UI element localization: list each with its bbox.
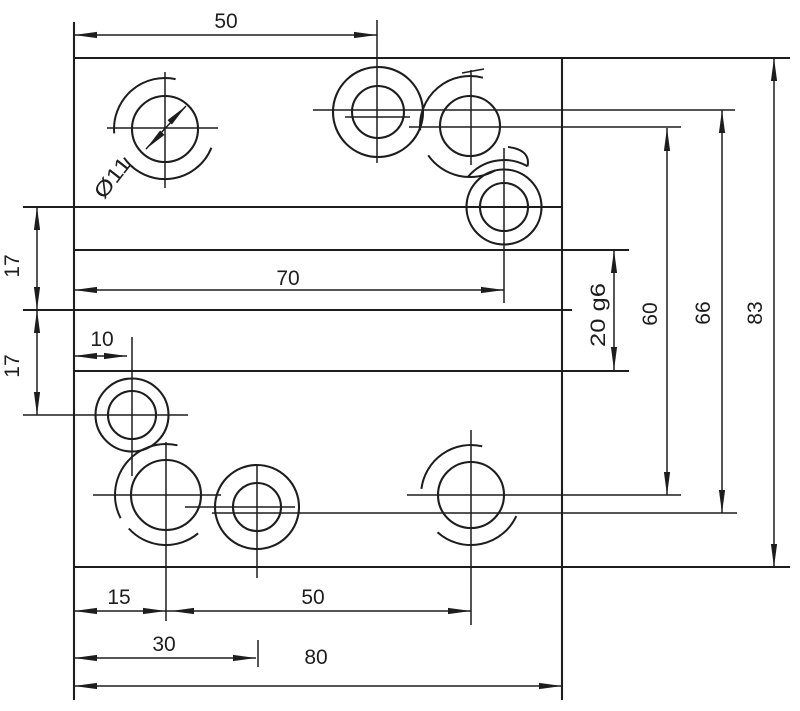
dimension-arrowhead: [74, 286, 97, 294]
counterbore-arc: [436, 515, 518, 547]
hole-circle: [465, 168, 543, 246]
dimension-arrowhead: [481, 286, 504, 294]
counterbore-arc: [114, 442, 178, 519]
hole-circle: [213, 463, 301, 551]
dimension-arrowhead: [770, 58, 778, 81]
dimension-arrowhead: [143, 607, 166, 615]
dimension-arrowhead: [74, 654, 97, 662]
dimension-arrowhead: [33, 392, 41, 415]
hole-circle: [94, 377, 170, 453]
dimension-arrowhead: [770, 544, 778, 567]
hole-circle: [129, 458, 203, 532]
dimension-label: 50: [214, 10, 237, 33]
hole-circle: [130, 94, 200, 164]
counterbore-arc: [123, 147, 213, 180]
dimension-arrowhead: [354, 31, 377, 39]
dimension-arrowhead: [167, 106, 186, 125]
hole-circle: [478, 181, 530, 233]
dimension-label: 17: [1, 354, 24, 377]
dimension-arrowhead: [610, 250, 618, 273]
dimension-arrowhead: [74, 352, 97, 360]
dimension-arrowhead: [33, 287, 41, 310]
dimension-arrowhead: [663, 472, 671, 495]
dimension-arrowhead: [718, 110, 726, 133]
counterbore-arc: [419, 75, 484, 131]
dimension-arrowhead: [74, 31, 97, 39]
dimension-arrowhead: [74, 607, 97, 615]
dimension-arrowhead: [448, 607, 471, 615]
counterbore-arc: [420, 444, 483, 490]
hole-circle: [350, 84, 406, 140]
dimension-arrowhead: [718, 490, 726, 513]
dimension-label: Ø11: [90, 153, 136, 203]
arc-break-hook: [507, 146, 529, 167]
dimension-label: 20 g6: [587, 283, 610, 347]
dimension-label: 30: [152, 633, 175, 656]
hole-circle: [438, 94, 502, 158]
dimension-arrowhead: [104, 352, 127, 360]
dimension-label: 60: [639, 302, 662, 325]
dimension-label: 83: [744, 301, 767, 324]
hole-circle: [331, 65, 425, 159]
hole-circle: [436, 460, 506, 530]
dimension-arrowhead: [610, 347, 618, 370]
dimension-arrowhead: [33, 207, 41, 230]
dimension-label: 10: [90, 328, 113, 351]
dimension-label: 15: [107, 586, 130, 609]
counterbore-arc: [467, 159, 528, 178]
dimension-arrowhead: [539, 682, 562, 690]
dimension-arrowhead: [171, 607, 194, 615]
dimension-label: 50: [301, 586, 324, 609]
dimension-label: 70: [276, 267, 299, 290]
dimension-label: 17: [1, 254, 24, 277]
dimension-label: 80: [304, 646, 327, 669]
dimension-or-center-line: [461, 68, 485, 74]
counterbore-arc: [427, 154, 496, 178]
counterbore-arc: [113, 77, 176, 134]
hole-circle: [106, 389, 158, 441]
hole-circle: [231, 481, 283, 533]
dimension-arrowhead: [74, 682, 97, 690]
dimension-arrowhead: [663, 128, 671, 151]
dimension-arrowhead: [233, 654, 256, 662]
counterbore-arc: [128, 527, 199, 546]
dimension-label: 66: [692, 301, 715, 324]
dimension-arrowhead: [146, 130, 165, 149]
dimension-arrowhead: [33, 310, 41, 333]
